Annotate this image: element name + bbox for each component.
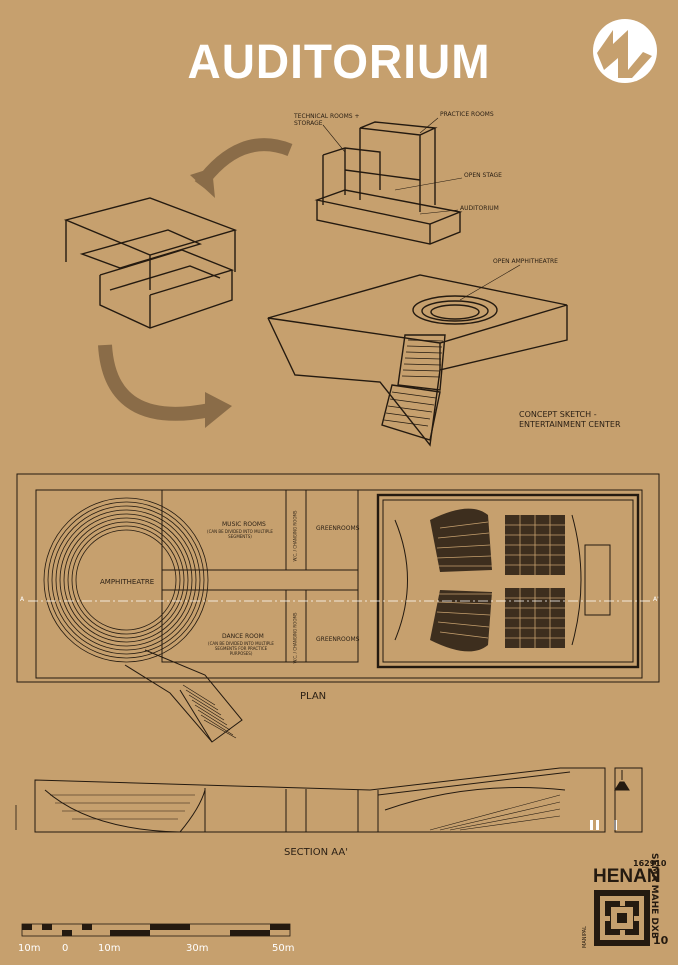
page-title: AUDITORIUM <box>187 33 491 89</box>
scale-label-1: 0 <box>62 943 69 954</box>
section-marker-left: A <box>20 596 25 603</box>
label-open-stage: OPEN STAGE <box>464 172 502 179</box>
scale-label-4: 50m <box>272 943 295 954</box>
label-open-amphitheatre: OPEN AMPHITHEATRE <box>493 258 558 265</box>
plan-dance-room-label: DANCE ROOM <box>222 633 264 640</box>
plan-greenrooms-top-label: GREENROOMS <box>316 525 360 532</box>
label-auditorium: AUDITORIUM <box>460 205 499 212</box>
plan-amphitheatre-label: AMPHITHEATRE <box>100 578 155 586</box>
scale-label-2: 10m <box>98 943 121 954</box>
label-concept-sketch: CONCEPT SKETCH - ENTERTAINMENT CENTER <box>519 410 621 429</box>
plan-greenrooms-bottom-label: GREENROOMS <box>316 636 360 643</box>
stamp-id: 162910 <box>633 859 667 868</box>
label-technical-rooms: TECHNICAL ROOMS + STORAGE <box>294 113 360 127</box>
plan-music-rooms-label: MUSIC ROOMS <box>222 521 266 528</box>
arrow-bottom <box>98 344 212 421</box>
scale-label-3: 30m <box>186 943 209 954</box>
plan-caption: PLAN <box>300 691 327 702</box>
scale-label-0: 10m <box>18 943 41 954</box>
label-practice-rooms: PRACTICE ROOMS <box>440 111 494 118</box>
plan-dance-room-note: (CAN BE DIVIDED INTO MULTIPLE SEGMENTS F… <box>208 641 274 656</box>
amphitheatre-rings <box>43 497 209 663</box>
stamp-sheet-no: 10 <box>653 934 669 947</box>
stamp-name: HENAN <box>593 866 661 887</box>
section-caption: SECTION AA' <box>284 847 348 858</box>
section-marker-right: A' <box>653 596 659 603</box>
plan-music-rooms-note: (CAN BE DIVIDED INTO MULTIPLE SEGMENTS) <box>207 529 273 539</box>
